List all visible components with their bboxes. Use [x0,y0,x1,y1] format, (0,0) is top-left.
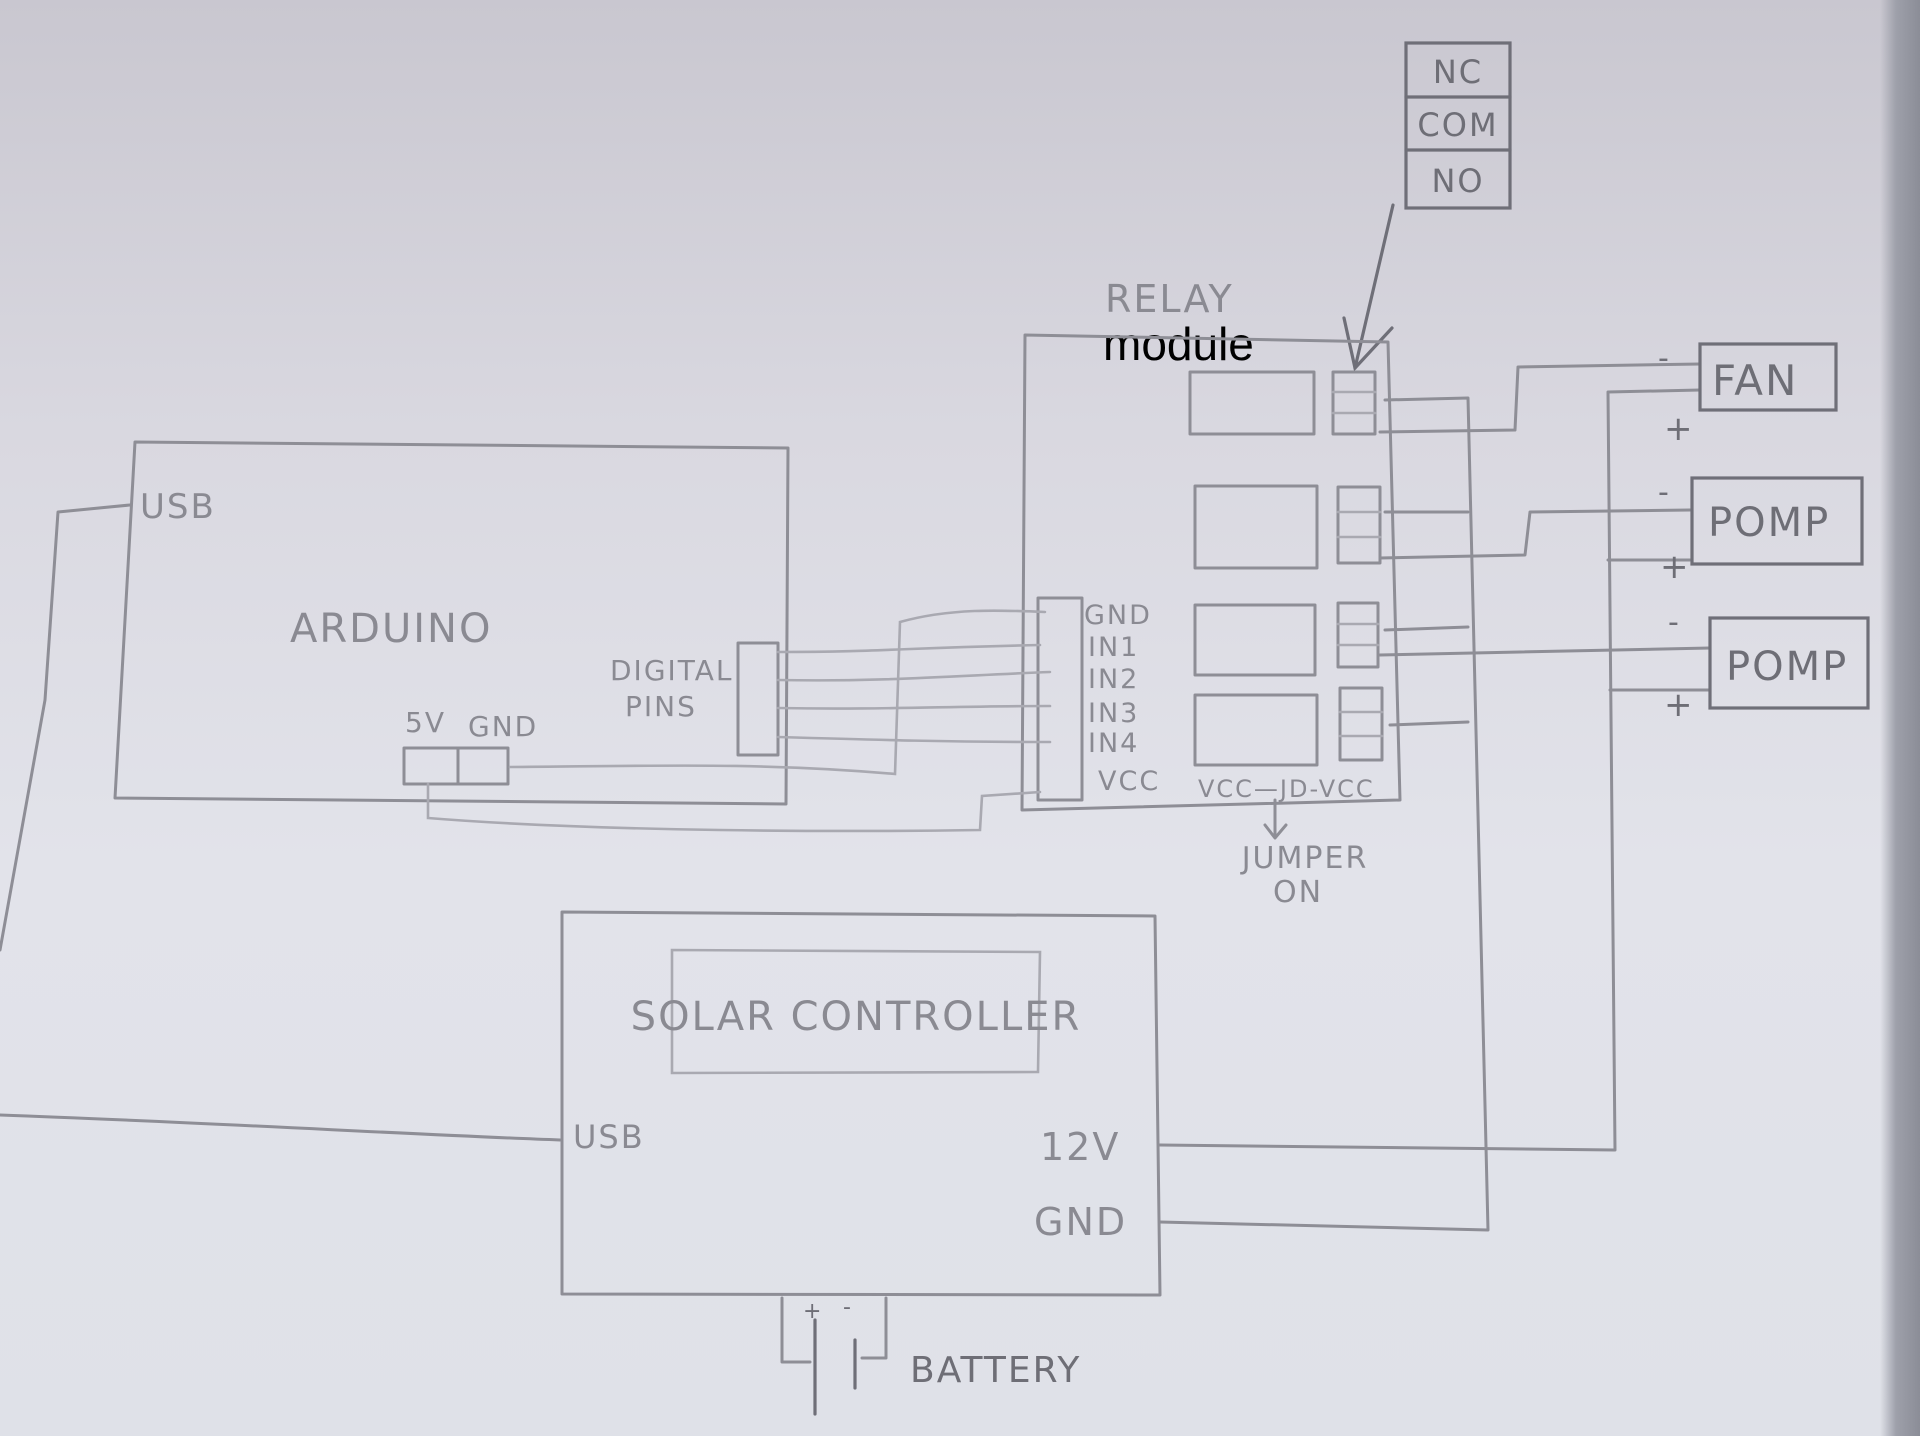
terminal-block-4 [1338,686,1384,762]
pump1-label: POMP [1708,500,1830,546]
pump2-minus: - [1668,605,1681,640]
jumper-note-line2: ON [1273,875,1323,910]
battery-label: BATTERY [910,1350,1081,1391]
battery-minus: - [843,1295,853,1320]
relay-pin-in3: IN3 [1088,698,1139,729]
jumper-note-line1: JUMPER [1240,841,1369,876]
contact-legend: NC COM NO [1342,41,1512,372]
terminal-block-2 [1336,485,1382,565]
solar-controller: SOLAR CONTROLLER USB 12V GND [560,910,1162,1297]
module-overlay-label: module [1103,318,1254,370]
pin-5v-label: 5V [405,706,446,739]
load-pump-1: POMP - + [1658,475,1864,587]
arduino-board: USB ARDUINO DIGITAL PINS 5V GND [113,440,790,806]
usb-cable [0,503,562,1142]
solar-controller-label: SOLAR CONTROLLER [631,994,1082,1040]
digital-pins-label-2: PINS [625,690,697,723]
legend-com: COM [1417,106,1498,144]
relay-pin-vcc: VCC [1098,766,1160,797]
terminal-block-1 [1331,370,1377,436]
fan-minus: - [1658,341,1671,376]
pump2-label: POMP [1726,644,1848,690]
terminal-block-3 [1336,601,1380,669]
battery: + - BATTERY [780,1295,1081,1416]
solar-usb-label: USB [573,1118,645,1156]
power-wires [1158,362,1712,1232]
relay-label: RELAY [1105,277,1234,321]
jumper-arrow-icon [1263,798,1288,840]
load-pump-2: POMP - + [1664,605,1870,725]
signal-wires [426,609,1052,833]
paper-edge-shadow [1880,0,1920,1436]
load-fan: FAN - + [1658,341,1838,449]
pin-gnd-label: GND [468,710,538,743]
digital-pins-label-1: DIGITAL [610,654,733,687]
legend-nc: NC [1433,53,1483,91]
legend-no: NO [1431,162,1484,200]
battery-plus: + [803,1299,823,1324]
digital-pin-header [736,641,780,757]
pump2-plus: + [1664,685,1695,725]
fan-plus: + [1664,409,1695,449]
relay-pin-in2: IN2 [1088,664,1139,695]
arduino-label: ARDUINO [290,606,492,652]
pump1-plus: + [1660,547,1691,587]
relay-pin-gnd: GND [1084,600,1152,631]
relay-module: RELAY module GND IN1 IN2 IN3 IN4 VCC VCC… [1020,277,1402,910]
relay-pin-in4: IN4 [1088,728,1139,759]
relay-pin-in1: IN1 [1088,632,1139,663]
pump1-minus: - [1658,475,1671,510]
power-header [402,746,510,786]
relay-input-header [1036,596,1084,802]
solar-gnd-label: GND [1034,1200,1127,1244]
fan-label: FAN [1712,356,1798,405]
solar-12v-label: 12V [1040,1125,1120,1169]
jumper-pins-label: VCC—JD-VCC [1198,775,1375,803]
arduino-usb-label: USB [140,487,216,527]
